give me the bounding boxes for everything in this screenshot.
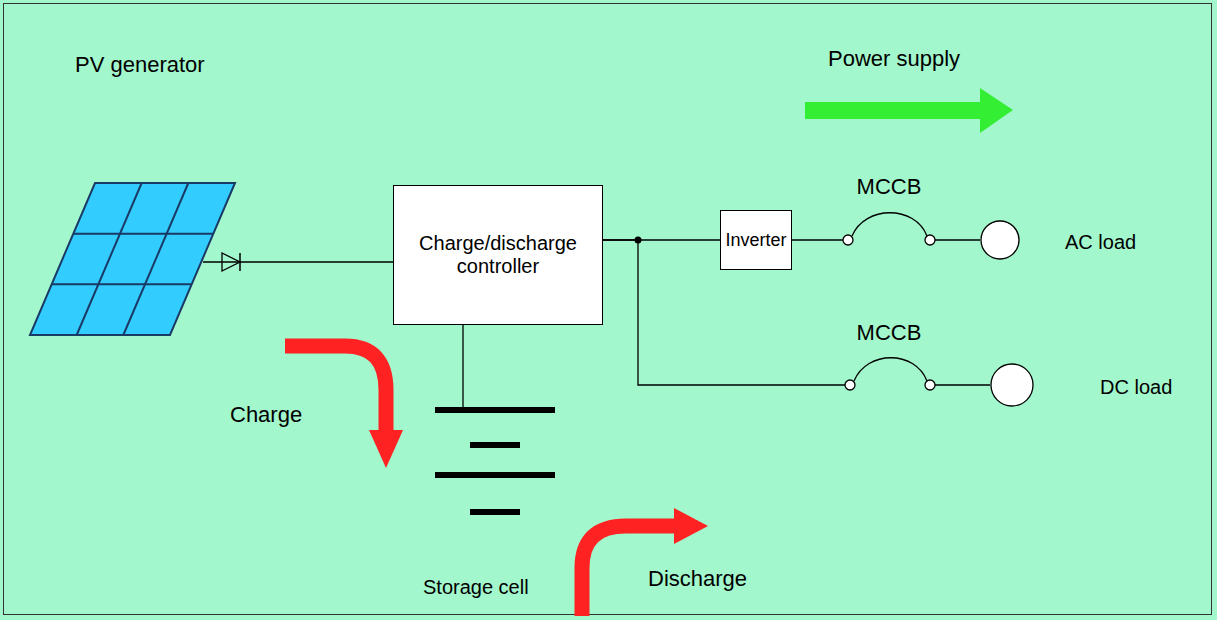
breaker-symbol [845, 358, 935, 390]
battery-symbol [420, 400, 580, 530]
connector-wire [203, 262, 393, 263]
annotation-label: Discharge [648, 566, 747, 592]
breaker-label: MCCB [857, 174, 922, 200]
connector-wire [603, 240, 990, 385]
controller-box: Charge/discharge controller [393, 185, 603, 325]
wire-path [203, 261, 393, 262]
discharge-arrow [582, 508, 708, 616]
box-text: Inverter [725, 230, 786, 251]
node-label: PV generator [25, 50, 203, 78]
breaker-symbol [843, 213, 935, 245]
pv-generator: PV generator [25, 50, 203, 340]
load-symbol [980, 220, 1020, 260]
wire-path [603, 240, 990, 385]
wire-path [792, 239, 980, 240]
load-circle: DC load [990, 363, 1034, 407]
pv-panel [25, 50, 265, 350]
connector-wire [792, 240, 980, 241]
power-arrow [805, 88, 1013, 133]
wire-path [462, 325, 463, 408]
load-symbol [990, 363, 1034, 407]
charge-arrow [285, 346, 403, 468]
node-label: Storage cell [423, 576, 529, 599]
storage-cell: Storage cell [420, 400, 580, 605]
breaker-label: MCCB [857, 320, 922, 346]
load-label: DC load [1100, 376, 1172, 399]
box-text: Charge/discharge controller [398, 232, 598, 278]
load-circle: AC load [980, 220, 1020, 260]
load-label: AC load [1065, 231, 1136, 254]
inverter-box: Inverter [720, 210, 792, 270]
annotation-label: Charge [230, 402, 302, 428]
connector-wire [463, 325, 464, 408]
annotation-label: Power supply [828, 46, 960, 72]
